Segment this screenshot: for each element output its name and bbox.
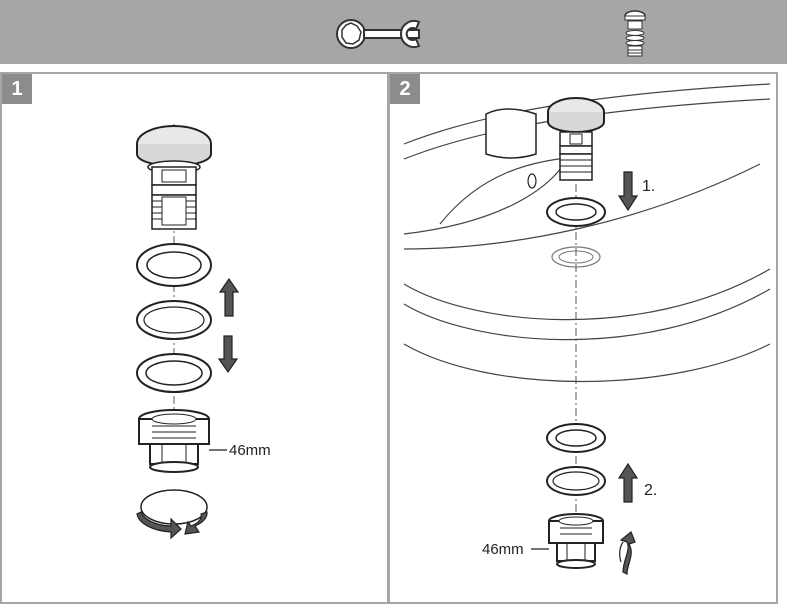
pop-up-plug-cap [136,125,212,230]
wrench-icon [336,19,421,49]
step-2-label: 2. [644,482,657,499]
pop-up-plug-cap [547,97,605,181]
arrow-up-icon [218,277,240,317]
drain-hole [551,246,601,268]
lock-nut [531,513,604,569]
drain-valve-icon [624,10,646,57]
dimension-label: 46mm [482,541,524,558]
arrow-up-icon [617,462,639,503]
panel-number: 2 [390,74,420,104]
friction-ring [546,466,606,496]
arrow-down-icon [617,171,639,212]
panel-step-2: 2 [388,72,778,604]
panel-number: 1 [2,74,32,104]
rotate-icon [136,489,208,540]
upper-washer [546,197,606,227]
header-bar [0,0,787,64]
rubber-washer-lower [136,353,212,393]
lower-washer [546,423,606,453]
overflow-hole [527,173,537,189]
step-1-label: 1. [642,178,655,195]
lock-nut [138,409,227,473]
step-2-illustration: 1. 2. 46mm [403,83,771,575]
friction-ring [136,300,212,340]
faucet-outline [485,108,537,159]
step-1-illustration: 46mm [136,124,271,540]
rubber-washer-upper [136,243,212,287]
panel-step-1: 1 [0,72,389,604]
dimension-label: 46mm [229,442,271,459]
arrow-down-icon [217,335,239,374]
rotate-icon [619,531,636,575]
